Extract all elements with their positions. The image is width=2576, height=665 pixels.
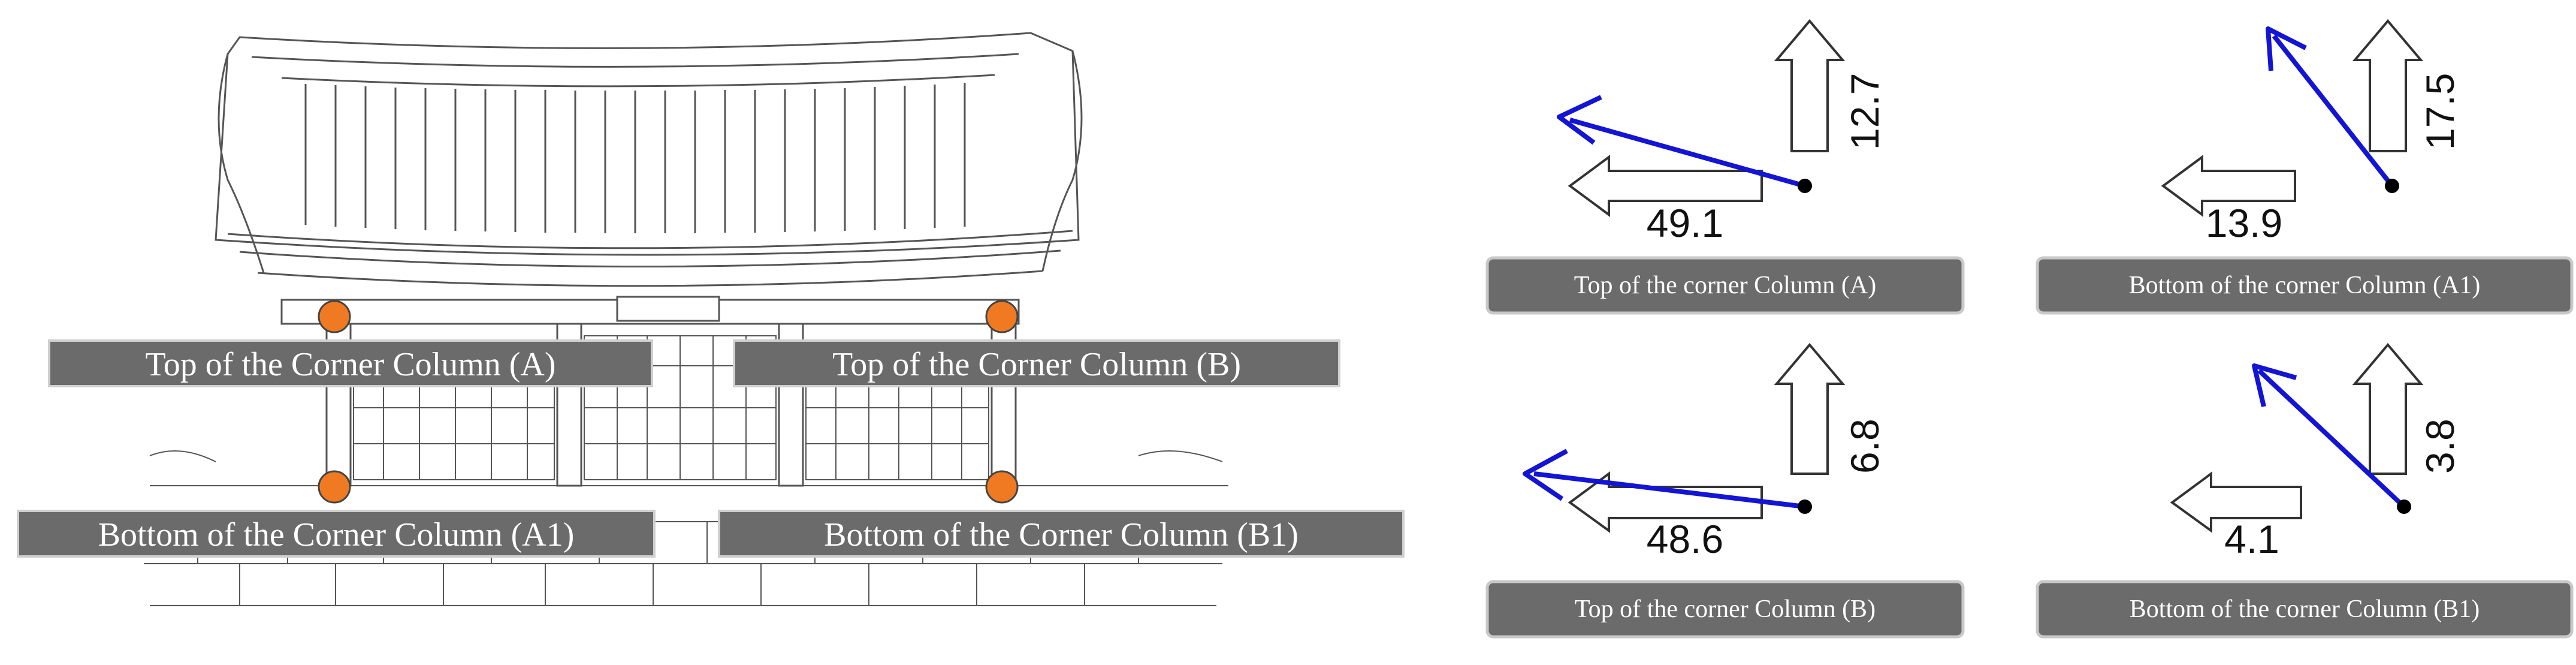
label-bottom-a1-text: Bottom of the Corner Column (A1) xyxy=(98,516,575,553)
resultant-arrowhead xyxy=(2266,26,2307,71)
vertical-value: 17.5 xyxy=(2418,73,2462,150)
panel-top-b-label: Top of the corner Column (B) xyxy=(1575,595,1876,623)
column-markers xyxy=(318,300,1019,504)
resultant-vector xyxy=(1569,118,1806,188)
roof xyxy=(215,32,1083,287)
resultant-arrowhead xyxy=(2252,363,2297,407)
panel-top-a: 12.7 49.1 Top of the corner Column (A) xyxy=(1485,19,1965,315)
origin-point xyxy=(1798,179,1812,193)
vertical-value: 6.8 xyxy=(1843,419,1887,474)
label-top-a-text: Top of the Corner Column (A) xyxy=(145,346,555,383)
resultant-vector xyxy=(1533,471,1805,509)
horizontal-value: 13.9 xyxy=(2206,201,2282,245)
label-bottom-b1: Bottom of the Corner Column (B1) xyxy=(718,510,1405,558)
origin-point xyxy=(1798,499,1812,514)
marker-top-b xyxy=(985,300,1019,333)
horizontal-value: 48.6 xyxy=(1647,517,1723,561)
lintel-beam xyxy=(280,296,1020,325)
vertical-value: 3.8 xyxy=(2418,419,2462,474)
panel-bottom-a1-label: Bottom of the corner Column (A1) xyxy=(2129,272,2481,299)
horizontal-component-arrow xyxy=(1568,155,1763,217)
resultant-arrowhead xyxy=(1557,95,1602,145)
panel-top-b: 6.8 48.6 Top of the corner Column (B) xyxy=(1485,342,1965,639)
vertical-component-arrow xyxy=(1774,19,1846,152)
label-bottom-a1: Bottom of the Corner Column (A1) xyxy=(17,510,656,558)
horizontal-component-arrow xyxy=(2161,155,2296,217)
panel-bottom-a1: 17.5 13.9 Bottom of the corner Column (A… xyxy=(2036,19,2574,315)
label-top-b: Top of the Corner Column (B) xyxy=(733,339,1340,387)
resultant-vector xyxy=(2272,34,2394,188)
marker-top-a xyxy=(318,300,351,333)
origin-point xyxy=(2385,179,2399,193)
marker-bottom-a1 xyxy=(318,470,351,504)
horizontal-value: 49.1 xyxy=(1647,201,1723,245)
resultant-arrowhead xyxy=(1523,449,1568,501)
origin-point xyxy=(2397,499,2411,514)
vertical-value: 12.7 xyxy=(1843,73,1887,150)
panel-bottom-b1-label: Bottom of the corner Column (B1) xyxy=(2130,595,2480,623)
marker-bottom-b1 xyxy=(985,470,1019,504)
panel-top-a-label: Top of the corner Column (A) xyxy=(1574,272,1876,299)
label-top-b-text: Top of the Corner Column (B) xyxy=(832,346,1241,383)
vertical-component-arrow xyxy=(1774,342,1846,475)
panel-bottom-b1: 3.8 4.1 Bottom of the corner Column (B1) xyxy=(2036,342,2574,639)
vertical-component-arrow xyxy=(2352,19,2424,152)
lattice-doors xyxy=(353,335,989,480)
horizontal-component-arrow xyxy=(2170,471,2302,533)
resultant-vector xyxy=(2257,369,2406,508)
horizontal-value: 4.1 xyxy=(2224,517,2279,561)
label-bottom-b1-text: Bottom of the Corner Column (B1) xyxy=(824,516,1298,553)
building-elevation xyxy=(138,32,1234,606)
label-top-a: Top of the Corner Column (A) xyxy=(48,339,653,387)
vertical-component-arrow xyxy=(2352,342,2424,475)
